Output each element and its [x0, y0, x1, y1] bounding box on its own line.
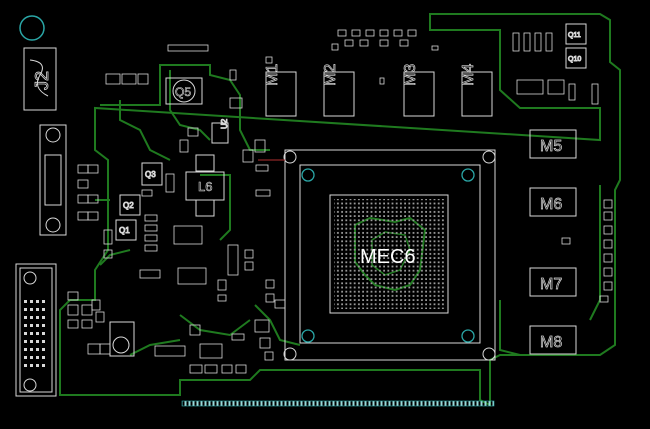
- mounting-hole: [19, 15, 45, 41]
- transistor-q10-label: Q10: [568, 56, 581, 63]
- memory-chip-m1-label: M1: [264, 64, 281, 86]
- memory-chip-m4: M4: [460, 63, 493, 117]
- memory-chip-m5: M1 M5: [529, 129, 577, 159]
- memory-chip-m7-label: M7: [540, 276, 562, 293]
- transistor-q2: Q2: [119, 194, 141, 216]
- ic-u2: U2: [211, 118, 230, 144]
- transistor-q11-label: Q11: [568, 32, 581, 39]
- memory-chip-m8: M8: [529, 325, 577, 355]
- memory-chip-m3: M3: [402, 63, 435, 117]
- edge-connector: [181, 400, 495, 407]
- memory-chip-m3-label: M3: [402, 64, 419, 86]
- connector-bottom-left: [15, 263, 57, 397]
- memory-chip-m6: M6: [529, 187, 577, 217]
- memory-chip-m4-label: M4: [460, 64, 477, 86]
- main-chip-label: MEC6: [360, 246, 416, 268]
- transistor-q11: Q11: [565, 23, 587, 45]
- fiducials: [301, 168, 475, 343]
- transistor-q5-label: Q5: [175, 85, 191, 99]
- transistor-q1-label: Q1: [119, 226, 130, 235]
- passive-components: [67, 29, 613, 374]
- connector-pin-array: [24, 300, 45, 367]
- connector-j2-label: J2: [32, 71, 52, 90]
- connector-j2: J2: [23, 47, 57, 111]
- main-chip-package: [283, 149, 496, 361]
- inductor-l6-label: L6: [198, 179, 212, 194]
- transistor-q3-label: Q3: [145, 170, 156, 179]
- transistor-q10: Q10: [565, 47, 587, 69]
- memory-chip-m7: M7: [529, 267, 577, 297]
- memory-chip-m2: M2: [322, 63, 355, 117]
- memory-chip-m6-label: M6: [540, 196, 562, 213]
- capacitor-round: [109, 321, 135, 357]
- ic-u2-label: U2: [220, 118, 229, 129]
- memory-chip-m1: M1: [264, 63, 297, 117]
- memory-chip-m8-label: M8: [540, 334, 562, 351]
- connector-left-middle: [39, 124, 67, 236]
- transistor-q3: Q3: [141, 162, 163, 186]
- bga-ball-grid: [334, 199, 444, 309]
- inductor-l6: L6: [185, 154, 225, 217]
- transistor-q1: Q1: [115, 219, 137, 241]
- transistor-q5: Q5: [165, 77, 203, 105]
- transistor-q2-label: Q2: [123, 201, 134, 210]
- memory-chip-m2-label: M2: [322, 64, 339, 86]
- memory-chip-m5-text: M5: [540, 138, 562, 155]
